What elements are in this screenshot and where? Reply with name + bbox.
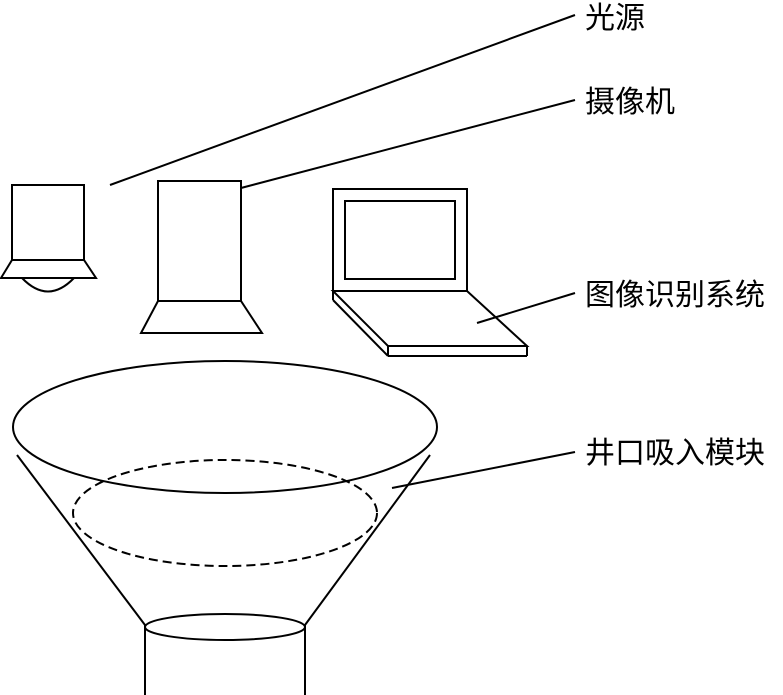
wellhead-suction-module [12, 360, 438, 695]
laptop [330, 188, 530, 357]
leader-camera [240, 99, 576, 189]
leader-light-source [109, 14, 576, 186]
label-wellhead-suction: 井口吸入模块 [585, 436, 765, 471]
label-light-source: 光源 [585, 1, 645, 36]
label-camera: 摄像机 [585, 85, 675, 120]
leader-wellhead-suction [391, 451, 576, 489]
camera [139, 180, 264, 334]
leader-image-recognition [476, 292, 576, 324]
label-image-recognition: 图像识别系统 [585, 278, 765, 313]
light-source [0, 184, 98, 293]
